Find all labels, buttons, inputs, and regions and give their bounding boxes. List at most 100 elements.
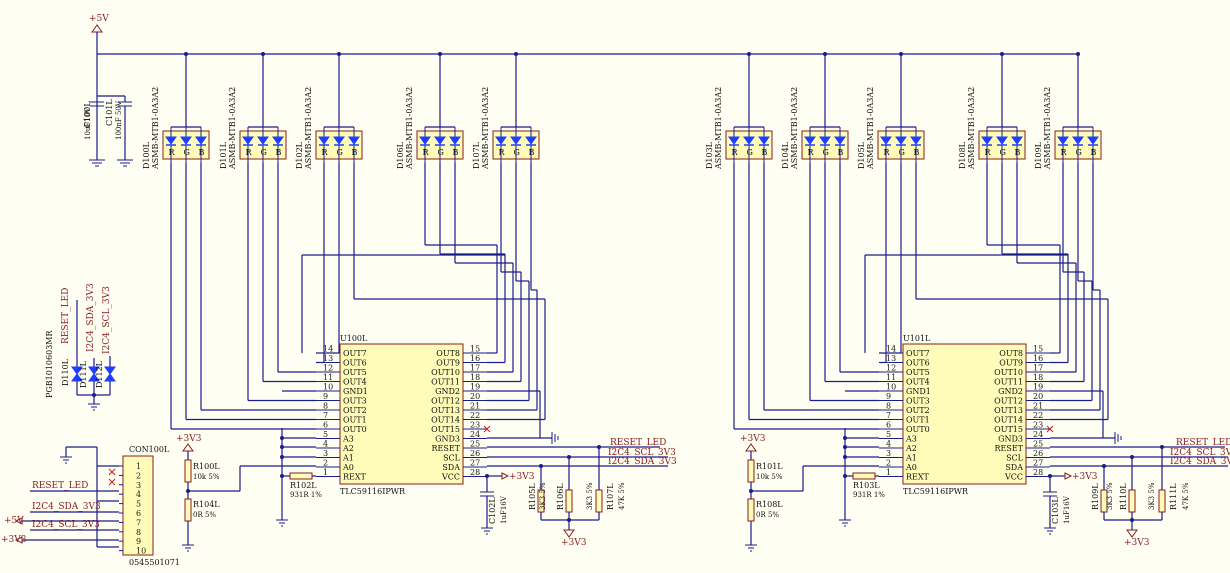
svg-text:10uF10V: 10uF10V [84,107,92,140]
pin-number: 22 [470,411,480,420]
led-icon [996,136,1008,145]
svg-text:R101L: R101L [756,462,783,471]
pin-number: 19 [1033,383,1043,392]
pin-number: 11 [323,373,333,382]
pin-name: OUT12 [431,397,460,406]
pin-name: OUT2 [906,406,930,415]
connector-pin: 2 [119,471,141,480]
led-pin-label: R [246,148,253,157]
led-pin-label: B [838,148,844,157]
led-ref: D107L [472,141,481,169]
led-pin-label: G [261,148,267,157]
pin-number: 4 [886,440,891,449]
connector-pin: 5 [119,500,141,509]
ic-right-side-right: RESET_LED I2C4_SCL_3V3 I2C4_SDA_3V3 +3V3… [1043,432,1230,548]
led-icon [804,136,816,145]
pin-number: 7 [323,411,328,420]
led-pin-label: G [438,148,444,157]
led-part: ASMB-MTB1-0A3A2 [790,87,799,170]
led-pin-label: B [762,148,768,157]
pin-name: OUT5 [343,368,367,377]
led-icon [1057,136,1069,145]
pin-name: GND2 [998,387,1023,396]
pin-number: 28 [1033,468,1043,477]
pin-number: 11 [886,373,896,382]
svg-text:R109L: R109L [1091,483,1100,510]
pin-name: OUT4 [343,378,367,387]
led-icon [834,136,846,145]
pin-name: GND1 [906,387,931,396]
led-icon [880,136,892,145]
pin-name: RESET [994,444,1023,453]
led-pin-label: B [352,148,358,157]
svg-text:+5V: +5V [4,516,24,526]
led-pin-label: R [423,148,430,157]
led-icon [819,136,831,145]
led-icon [257,136,269,145]
led-icon [495,136,507,145]
led-pin-label: B [276,148,282,157]
svg-text:100nF 50V: 100nF 50V [115,100,123,140]
svg-text:+3V3: +3V3 [1,535,27,545]
pin-name: GND3 [998,435,1023,444]
pin-name: A3 [905,435,917,444]
led-icon [1011,136,1023,145]
svg-text:0R 5%: 0R 5% [756,511,779,519]
led-icon [910,136,922,145]
pin-name: SCL [443,454,461,463]
pin-name: OUT14 [431,416,460,425]
connector-pin: 1 [119,462,141,471]
pin-name: OUT5 [906,368,930,377]
svg-text:I2C4_SCL_3V3: I2C4_SCL_3V3 [102,286,112,354]
pin-number: 16 [1033,354,1043,363]
ic-pin: 12 OUT5 [879,364,930,377]
pin-number: 5 [136,500,141,509]
led-icon [195,136,207,145]
pin-name: OUT8 [999,349,1023,358]
pin-number: 24 [1033,430,1043,439]
pin-number: 10 [886,383,896,392]
pin-name: OUT10 [431,368,460,377]
svg-text:C102L: C102L [488,497,497,524]
pin-number: 1 [323,468,328,477]
pin-number: 9 [886,392,891,401]
led-pin-label: R [732,148,739,157]
pin-name: OUT15 [994,425,1023,434]
pin-name: OUT6 [343,359,367,368]
resistor-r101l [747,459,755,483]
pin-number: 12 [886,364,896,373]
led-part: ASMB-MTB1-0A3A2 [1043,87,1052,170]
svg-text:0545501071: 0545501071 [129,558,180,567]
connector-pin: 8 [119,528,141,537]
pin-number: 13 [323,354,333,363]
pin-number: 20 [470,392,480,401]
pin-name: OUT11 [431,378,460,387]
svg-text:0R 5%: 0R 5% [193,511,216,519]
led-icon [743,136,755,145]
resistor-r100l [184,459,192,483]
pin-number: 27 [1033,459,1043,468]
pin-number: 8 [136,528,141,537]
pin-number: 25 [470,440,480,449]
led-wiring-left [170,163,546,439]
pin-number: 19 [470,383,480,392]
svg-text:I2C4_SDA_3V3: I2C4_SDA_3V3 [86,283,96,352]
